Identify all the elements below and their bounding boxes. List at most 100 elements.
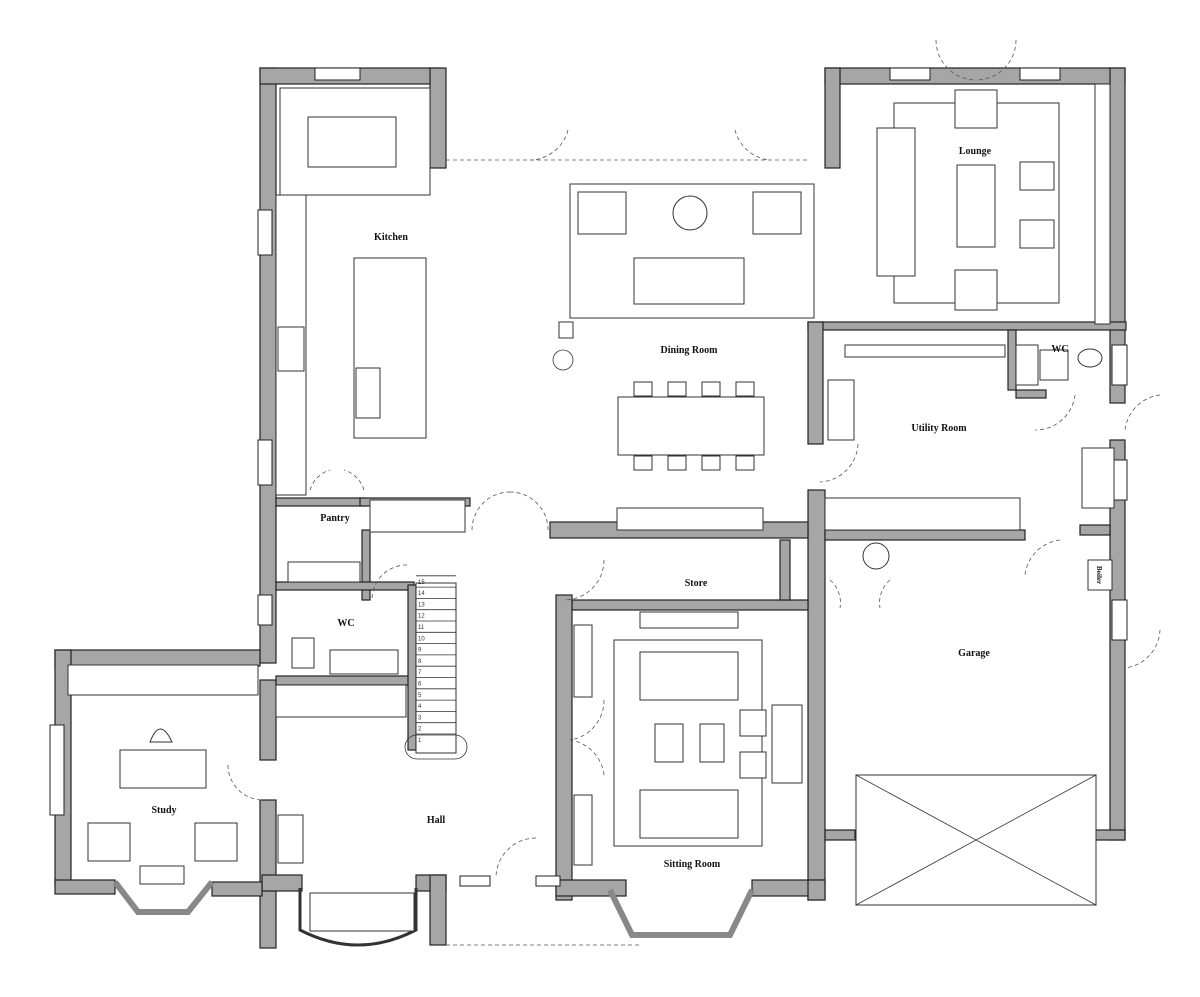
door-swing	[935, 39, 977, 81]
wc-vanity	[329, 649, 399, 675]
window	[1111, 599, 1128, 641]
door-swing	[569, 739, 605, 776]
wall-segment	[429, 67, 447, 169]
wall-segment	[555, 879, 627, 897]
stair-number: 14	[418, 591, 425, 597]
armchair	[87, 822, 131, 862]
door-swing	[569, 699, 605, 741]
stair-number: 1	[418, 738, 422, 744]
stair-number: 8	[418, 659, 422, 665]
room-label-dining: Dining Room	[661, 345, 719, 356]
wall-segment	[275, 675, 417, 686]
door-swing	[529, 129, 569, 161]
dining-chair	[667, 455, 687, 471]
room-labels: Kitchen Lounge Dining Room WC Utility Ro…	[151, 146, 1103, 870]
dining-chair	[735, 381, 755, 397]
bookcase	[573, 794, 593, 866]
wall-segment	[824, 67, 841, 169]
door-swing	[1034, 394, 1076, 431]
armchair	[1019, 219, 1055, 249]
armchair	[954, 269, 998, 311]
room-label-store: Store	[685, 578, 708, 589]
wall-segment	[429, 874, 447, 946]
desk-chair	[149, 728, 173, 743]
room-label-utility: Utility Room	[911, 423, 967, 434]
wall-segment	[555, 594, 573, 901]
kitchen-sink-unit	[307, 116, 397, 168]
wall-segment	[275, 497, 367, 507]
wall-segment	[259, 679, 277, 761]
window	[1019, 67, 1061, 81]
room-label-garage: Garage	[958, 648, 990, 659]
side-table	[672, 195, 708, 231]
toilet-cistern	[1039, 349, 1069, 381]
hall-bench	[277, 814, 304, 864]
study-shelves	[67, 664, 259, 696]
garage-cabinets	[824, 497, 1021, 531]
wc-basin	[1015, 344, 1039, 386]
boiler	[1087, 559, 1113, 591]
bookcase	[573, 624, 593, 698]
room-label-wc-hall: WC	[337, 618, 354, 629]
stair-number: 6	[418, 682, 422, 688]
armchair	[577, 191, 627, 235]
wall-segment	[1094, 829, 1126, 841]
window	[314, 67, 361, 81]
lounge-sofa	[876, 127, 916, 277]
washing-machine	[827, 379, 855, 441]
wall-segment	[259, 799, 277, 949]
window	[535, 875, 561, 887]
wall-segment	[275, 581, 415, 591]
door-swing	[1124, 629, 1161, 669]
armchair	[739, 751, 767, 779]
dining-chair	[667, 381, 687, 397]
door-swing	[975, 39, 1017, 81]
armchair	[739, 709, 767, 737]
dining-table	[617, 396, 765, 456]
sitting-bay-window	[607, 888, 755, 938]
water-tank	[862, 542, 890, 570]
stair-number: 3	[418, 715, 422, 721]
coffee-table	[654, 723, 684, 763]
stair-number: 10	[418, 636, 425, 642]
study-bay-window	[112, 880, 215, 915]
door-swings	[227, 39, 1161, 879]
wall-segment	[407, 584, 417, 751]
door-swing	[509, 491, 549, 531]
window	[1111, 344, 1128, 386]
pantry-shelves	[369, 499, 466, 533]
wall-segment	[1015, 389, 1047, 399]
room-label-lounge: Lounge	[959, 146, 992, 157]
wall-segment	[261, 874, 303, 892]
boiler-label: Boiler	[1095, 566, 1103, 584]
wall-segment	[361, 529, 371, 601]
door-swing	[471, 491, 511, 531]
window	[257, 209, 273, 256]
sofa	[633, 257, 745, 305]
window	[49, 724, 65, 816]
armchair	[954, 89, 998, 129]
sitting-shelf	[639, 611, 739, 629]
study-desk	[119, 749, 207, 789]
garage-sink	[1081, 447, 1115, 509]
dining-chair	[701, 381, 721, 397]
wall-segment	[54, 649, 261, 667]
wall-segment	[824, 67, 1126, 85]
room-label-sitting: Sitting Room	[664, 859, 721, 870]
stair-number: 4	[418, 704, 422, 710]
door-swing	[343, 469, 365, 491]
stair-flight	[415, 582, 457, 754]
wall-segment	[54, 879, 116, 895]
utility-counter	[844, 344, 1006, 358]
wall-segment	[807, 879, 826, 901]
side-table	[139, 865, 185, 885]
wall-segment	[571, 599, 809, 611]
stair-number: 13	[418, 602, 425, 608]
stair-number: 9	[418, 648, 422, 654]
wc-toilet	[291, 637, 315, 669]
stair-number: 7	[418, 670, 422, 676]
wall-segment	[1079, 524, 1111, 536]
dining-chair	[701, 455, 721, 471]
